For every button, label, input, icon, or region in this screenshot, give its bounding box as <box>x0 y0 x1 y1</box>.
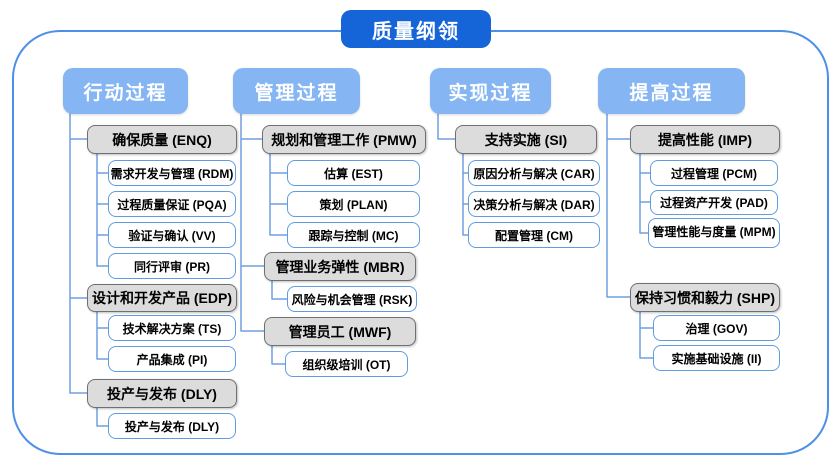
header-management-process: 管理过程 <box>233 68 360 114</box>
node-dar: 决策分析与解决 (DAR) <box>468 191 600 217</box>
node-pi: 产品集成 (PI) <box>108 346 236 372</box>
node-gov: 治理 (GOV) <box>653 315 780 341</box>
header-improvement-process: 提高过程 <box>598 68 745 114</box>
node-est: 估算 (EST) <box>287 160 420 186</box>
node-edp: 设计和开发产品 (EDP) <box>87 284 237 312</box>
node-pad: 过程资产开发 (PAD) <box>650 190 778 215</box>
node-dly-sub: 投产与发布 (DLY) <box>108 413 236 439</box>
node-car: 原因分析与解决 (CAR) <box>468 160 600 186</box>
node-cm: 配置管理 (CM) <box>468 222 600 248</box>
node-rsk: 风险与机会管理 (RSK) <box>287 286 417 312</box>
diagram-title: 质量纲领 <box>341 10 491 48</box>
header-action-process: 行动过程 <box>63 68 188 114</box>
node-pcm: 过程管理 (PCM) <box>650 160 778 186</box>
node-pr: 同行评审 (PR) <box>108 253 236 279</box>
node-enq: 确保质量 (ENQ) <box>87 125 237 154</box>
node-mwf: 管理员工 (MWF) <box>264 317 416 346</box>
node-plan: 策划 (PLAN) <box>287 191 420 217</box>
node-ii: 实施基础设施 (II) <box>653 345 780 371</box>
node-dly: 投产与发布 (DLY) <box>87 379 237 408</box>
node-si: 支持实施 (SI) <box>455 125 597 154</box>
node-pmw: 规划和管理工作 (PMW) <box>262 125 426 154</box>
node-mbr: 管理业务弹性 (MBR) <box>264 252 416 281</box>
node-vv: 验证与确认 (VV) <box>108 222 236 248</box>
node-ts: 技术解决方案 (TS) <box>108 315 236 341</box>
node-mpm: 管理性能与度量 (MPM) <box>648 218 780 248</box>
node-mc: 跟踪与控制 (MC) <box>287 222 420 248</box>
node-imp: 提高性能 (IMP) <box>630 125 780 154</box>
node-rdm: 需求开发与管理 (RDM) <box>108 160 236 186</box>
header-implementation-process: 实现过程 <box>430 68 551 114</box>
node-ot: 组织级培训 (OT) <box>285 351 408 377</box>
node-shp: 保持习惯和毅力 (SHP) <box>630 283 780 312</box>
node-pqa: 过程质量保证 (PQA) <box>108 191 236 217</box>
